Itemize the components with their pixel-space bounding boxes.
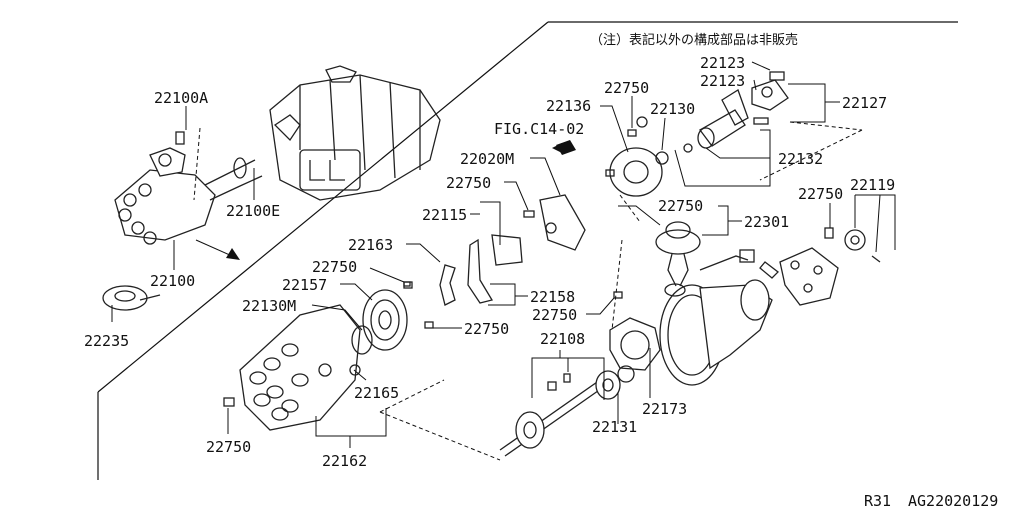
sensor-module-illustration [751, 71, 789, 125]
footer-code: R31 [864, 492, 891, 510]
part-label-22162: 22162 [322, 452, 367, 470]
part-label-22136: 22136 [546, 97, 591, 115]
part-label-22158: 22158 [530, 288, 575, 306]
diagram-frame [97, 21, 958, 480]
part-label-22108: 22108 [540, 330, 585, 348]
part-label-22750-housing: 22750 [532, 306, 577, 324]
breaker-plate-illustration [605, 89, 749, 197]
distributor-cap-illustration [239, 304, 361, 431]
part-label-22100A: 22100A [154, 89, 208, 107]
part-label-22123-lower: 22123 [700, 72, 745, 90]
part-label-22750-mid: 22750 [446, 174, 491, 192]
gasket-22235-illustration [102, 285, 161, 311]
part-label-22750-top: 22750 [604, 79, 649, 97]
shaft-assembly-illustration [499, 365, 635, 457]
part-label-22165: 22165 [354, 384, 399, 402]
fig-reference-link[interactable]: FIG.C14-02 [494, 120, 584, 138]
part-label-22132: 22132 [778, 150, 823, 168]
mounting-direction-arrow [195, 239, 240, 260]
part-label-22020M: 22020M [460, 150, 514, 168]
part-label-22100: 22100 [150, 272, 195, 290]
part-label-22750-center: 22750 [658, 197, 703, 215]
part-label-22131: 22131 [592, 418, 637, 436]
leader-lines [111, 61, 896, 461]
part-label-22750-right: 22750 [798, 185, 843, 203]
engine-block-illustration [269, 65, 441, 201]
part-label-22127: 22127 [842, 94, 887, 112]
advance-plate-illustration [759, 227, 881, 306]
part-label-22130M: 22130M [242, 297, 296, 315]
part-label-22163: 22163 [348, 236, 393, 254]
part-label-22301: 22301 [744, 213, 789, 231]
note-text: （注）表記以外の構成部品は非販売 [590, 32, 798, 48]
part-label-22123-upper: 22123 [700, 54, 745, 72]
part-label-22750-bottom: 22750 [206, 438, 251, 456]
part-label-22235: 22235 [84, 332, 129, 350]
part-label-22157: 22157 [282, 276, 327, 294]
fig-reference-arrow [552, 140, 576, 155]
part-label-22100E: 22100E [226, 202, 280, 220]
rotor-illustration [223, 281, 434, 407]
pickup-bracket-illustration [403, 194, 586, 306]
part-label-22750-rotor: 22750 [464, 320, 509, 338]
vacuum-controller-illustration [655, 221, 755, 287]
part-label-22173: 22173 [642, 400, 687, 418]
distributor-housing-illustration [659, 279, 773, 386]
part-label-22119: 22119 [850, 176, 895, 194]
part-label-22750-left: 22750 [312, 258, 357, 276]
footer-drawing-id: AG22020129 [908, 492, 998, 510]
distributor-assembly-illustration [114, 131, 263, 245]
part-label-22115: 22115 [422, 206, 467, 224]
governor-assembly-illustration [609, 291, 661, 371]
part-label-22130: 22130 [650, 100, 695, 118]
